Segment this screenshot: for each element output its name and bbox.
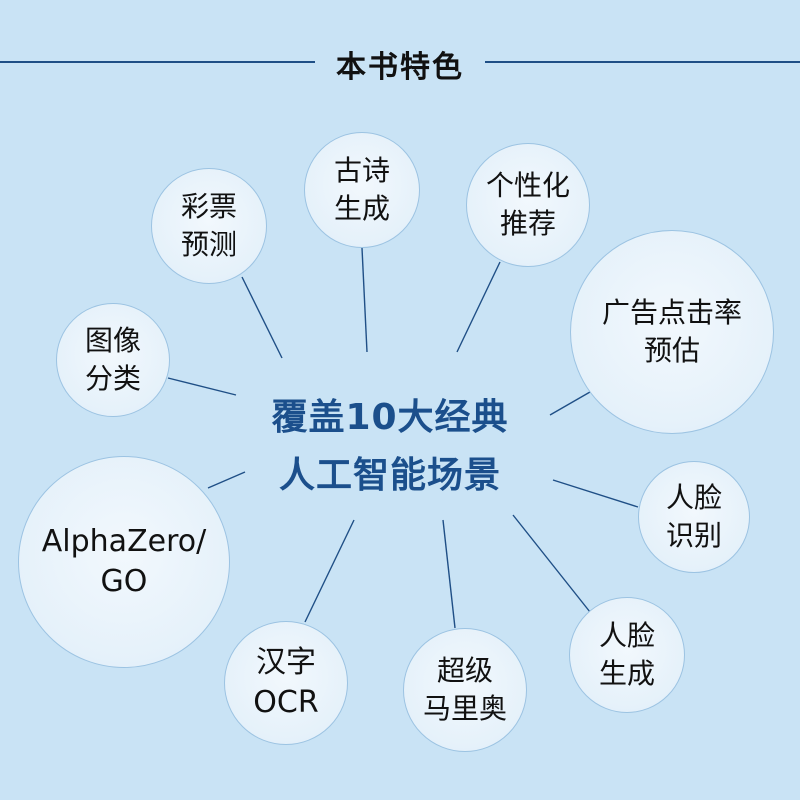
feature-bubble: 个性化推荐 [466,143,590,267]
feature-bubble: 古诗生成 [304,132,420,248]
feature-label-line2: 预测 [180,228,237,261]
connector-line [456,261,501,353]
feature-label: 个性化推荐 [486,167,570,243]
connector-line [361,247,368,353]
feature-label: 图像分类 [85,322,141,398]
feature-label-line2: OCR [253,685,319,720]
header-rule-left [0,61,315,63]
header-rule-right [485,61,800,63]
feature-label: 彩票预测 [181,188,237,264]
feature-label-line2: 推荐 [499,207,556,240]
feature-label-line2: GO [100,564,148,599]
feature-label: AlphaZero/GO [42,522,206,603]
feature-label-line1: 汉字 [256,644,316,680]
connector-line [304,519,355,623]
feature-label-line1: 人脸 [598,619,655,653]
feature-bubble: 人脸识别 [638,461,750,573]
connector-line [552,479,639,508]
feature-label-line2: 识别 [665,519,722,552]
feature-label: 超级马里奥 [423,652,507,728]
feature-label-line1: 人脸 [665,481,722,515]
feature-bubble: AlphaZero/GO [18,456,230,668]
feature-label-line2: 分类 [84,362,141,395]
feature-label-line2: 生成 [333,192,390,225]
feature-label: 人脸识别 [666,479,722,555]
feature-label-line2: 生成 [598,657,655,690]
feature-label-line1: 广告点击率 [601,296,742,330]
connector-line [207,471,246,489]
feature-label: 古诗生成 [334,152,390,228]
feature-bubble: 图像分类 [56,303,170,417]
feature-label: 广告点击率预估 [602,294,742,370]
feature-label-line1: 超级 [436,654,493,688]
feature-bubble: 超级马里奥 [403,628,527,752]
connector-line [512,514,591,613]
header-title: 本书特色 [336,50,464,85]
feature-label-line1: 个性化 [485,169,570,203]
feature-label-line2: 马里奥 [422,692,507,725]
feature-bubble: 广告点击率预估 [570,230,774,434]
feature-bubble: 人脸生成 [569,597,685,713]
center-title-line2: 人工智能场景 [278,455,501,496]
connector-line [549,391,591,416]
feature-label-line1: 古诗 [333,154,390,188]
connector-line [442,519,456,629]
feature-label-line1: AlphaZero/ [41,523,207,559]
feature-label-line1: 彩票 [180,190,237,224]
feature-label-line1: 图像 [84,324,141,358]
feature-bubble: 彩票预测 [151,168,267,284]
feature-label: 人脸生成 [599,617,655,693]
center-title-line1: 覆盖10大经典 [271,397,509,438]
connector-line [241,276,283,359]
feature-label-line2: 预估 [643,334,700,367]
feature-bubble: 汉字 OCR [224,621,348,745]
feature-label: 汉字 OCR [253,643,318,724]
connector-line [167,377,237,396]
